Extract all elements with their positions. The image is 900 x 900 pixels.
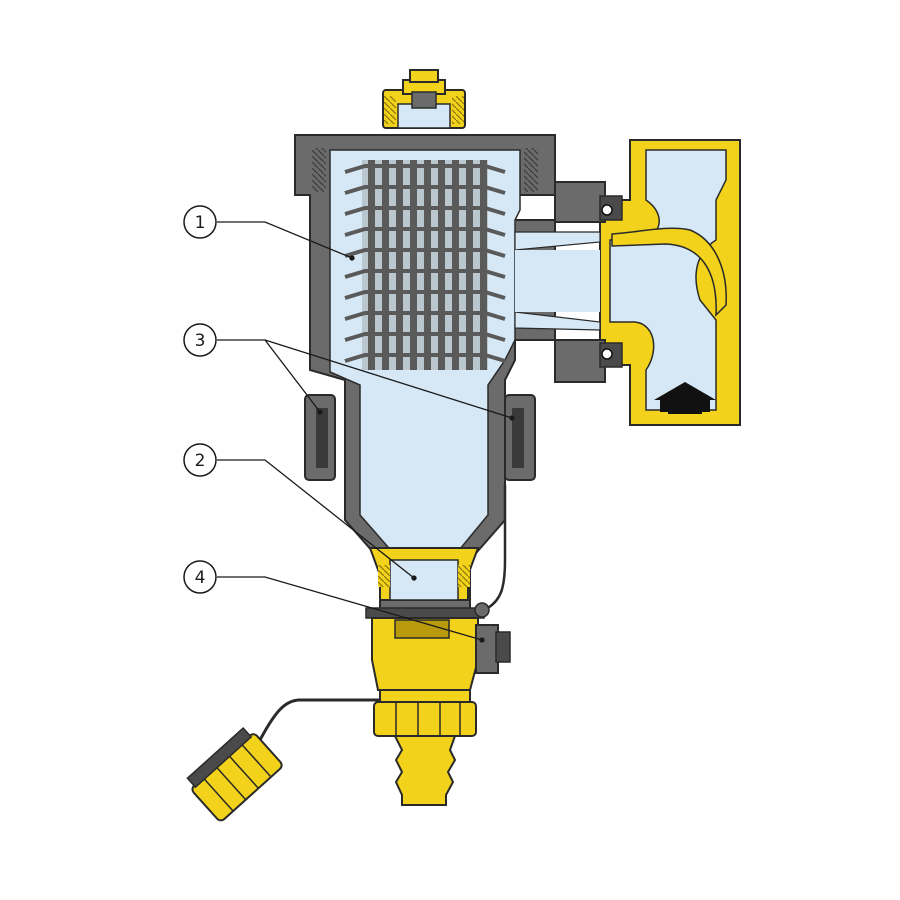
callout-1-label: 1 xyxy=(195,213,206,233)
leader-lines xyxy=(217,221,515,643)
mesh-row xyxy=(344,185,506,195)
mesh-fin xyxy=(424,160,431,370)
mesh-element xyxy=(344,160,506,370)
mesh-fin xyxy=(452,160,459,370)
clamp-ring-right xyxy=(504,394,536,481)
callout-4: 4 xyxy=(183,560,217,594)
leader-2 xyxy=(217,459,415,579)
callout-4-label: 4 xyxy=(195,568,206,588)
callout-3: 3 xyxy=(183,323,217,357)
bottom-brass-insert xyxy=(368,547,480,601)
mesh-row xyxy=(344,206,506,216)
union-connection xyxy=(554,181,623,383)
mesh-fin xyxy=(480,160,487,370)
leader-4 xyxy=(217,576,483,641)
mesh-row xyxy=(344,353,506,363)
mesh-fin xyxy=(382,160,389,370)
mesh-row xyxy=(344,290,506,300)
clamp-ring-left xyxy=(304,394,336,481)
mesh-row xyxy=(344,332,506,342)
leader-3b xyxy=(264,339,513,419)
inlet-outlet-fitting xyxy=(599,139,741,426)
mesh-fin xyxy=(368,160,375,370)
callout-2: 2 xyxy=(183,443,217,477)
mesh-fin xyxy=(410,160,417,370)
mesh-row xyxy=(344,311,506,321)
mesh-fin xyxy=(466,160,473,370)
mesh-fin xyxy=(438,160,445,370)
drain-valve xyxy=(365,485,511,806)
callout-1: 1 xyxy=(183,205,217,239)
drain-cap xyxy=(186,698,380,822)
mesh-row xyxy=(344,164,506,174)
mesh-row xyxy=(344,248,506,258)
callout-2-label: 2 xyxy=(195,451,206,471)
leader-1 xyxy=(217,221,353,259)
mesh-row xyxy=(344,269,506,279)
mesh-row xyxy=(344,227,506,237)
mesh-fin xyxy=(396,160,403,370)
callout-3-label: 3 xyxy=(195,331,206,351)
air-vent-cap xyxy=(382,69,466,129)
